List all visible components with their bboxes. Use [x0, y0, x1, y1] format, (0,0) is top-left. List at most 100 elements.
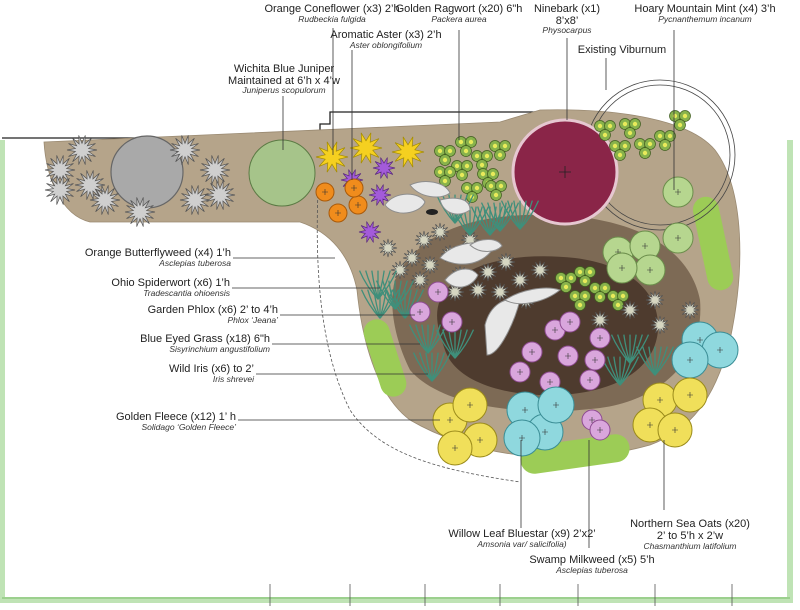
garden-phlox	[589, 327, 611, 349]
spiderwort	[420, 255, 440, 275]
garden-phlox	[584, 349, 606, 371]
spiderwort	[590, 310, 610, 330]
label-phlox: Garden Phlox (x6) 2’ to 4’h	[148, 304, 278, 316]
spiderwort	[430, 222, 450, 242]
golden-fleece	[672, 377, 708, 413]
spiderwort	[478, 262, 498, 282]
spiky-shrub	[179, 185, 211, 215]
label-swamp-milkweed: Swamp Milkweed (x5) 5’h	[529, 554, 654, 566]
butterflyweed	[348, 195, 368, 215]
golden-ragwort	[589, 282, 611, 303]
label-ninebark-size: 8’x8’	[556, 15, 579, 27]
swale-outline	[316, 189, 521, 483]
spiderwort	[680, 300, 700, 320]
label-spiderwort-sci: Tradescantia ohioensis	[143, 288, 231, 298]
coneflower	[315, 141, 349, 173]
label-golden-fleece-sci: Solidago ‘Golden Fleece’	[141, 422, 236, 432]
butterflyweed	[315, 182, 335, 202]
blue-eyed-grass	[635, 346, 675, 376]
willow-bluestar	[701, 331, 739, 369]
label-hoary-mint: Hoary Mountain Mint (x4) 3’h	[634, 3, 775, 15]
label-sea-oats-sci: Chasmanthium latifolium	[643, 541, 736, 551]
blue-eyed-grass	[500, 200, 540, 230]
label-wild-iris-sci: Iris shrevei	[213, 374, 255, 384]
spiky-shrub	[124, 197, 156, 227]
golden-ragwort	[555, 272, 577, 293]
willow-bluestar	[537, 386, 575, 424]
spiderwort	[468, 280, 488, 300]
hoary-mountain-mint	[606, 252, 638, 284]
plant-labels: Orange Coneflower (x3) 2’h Rudbeckia ful…	[85, 3, 776, 575]
golden-ragwort	[461, 182, 483, 203]
label-ninebark-sci: Physocarpus	[542, 25, 592, 35]
golden-ragwort	[669, 110, 691, 131]
spiky-shrub	[89, 185, 121, 215]
blue-eyed-grass	[360, 289, 400, 319]
butterflyweed	[344, 178, 364, 198]
aromatic-aster	[372, 157, 396, 179]
spiderwort	[390, 260, 410, 280]
willow-bluestar	[671, 341, 709, 379]
label-hoary-mint-sci: Pycnanthemum incanum	[658, 14, 752, 24]
blue-eyed-grass	[435, 329, 475, 359]
label-phlox-sci: Phlox ‘Jeana’	[227, 315, 278, 325]
garden-phlox	[559, 311, 581, 333]
garden-phlox	[427, 281, 449, 303]
label-golden-fleece: Golden Fleece (x12) 1’ h	[116, 411, 236, 423]
hoary-mountain-mint	[662, 176, 694, 208]
spiderwort	[378, 238, 398, 258]
blue-eyed-grass	[412, 352, 452, 382]
label-spiderwort: Ohio Spiderwort (x6) 1’h	[111, 277, 230, 289]
hoary-mountain-mint	[634, 254, 666, 286]
label-juniper-sci: Juniperus scopulorum	[241, 85, 325, 95]
spiderwort	[650, 315, 670, 335]
label-blue-eyed-grass-sci: Sisyrinchium angustifolium	[169, 344, 270, 354]
stepping-stones	[384, 181, 562, 356]
golden-ragwort	[619, 118, 641, 139]
garden-phlox	[441, 311, 463, 333]
butterflyweed	[328, 203, 348, 223]
aromatic-aster	[358, 221, 382, 243]
garden-phlox	[589, 419, 611, 441]
label-golden-ragwort: Golden Ragwort (x20) 6"h	[396, 3, 523, 15]
spiderwort	[414, 230, 434, 250]
garden-phlox	[557, 345, 579, 367]
label-orange-coneflower: Orange Coneflower (x3) 2’h	[264, 3, 399, 15]
golden-ragwort	[634, 138, 656, 159]
label-swamp-milkweed-sci: Asclepias tuberosa	[555, 565, 628, 575]
spiky-shrub	[44, 175, 76, 205]
aromatic-aster	[368, 184, 392, 206]
golden-ragwort	[489, 140, 511, 161]
label-sea-oats: Northern Sea Oats (x20)	[630, 518, 750, 530]
label-existing-viburnum: Existing Viburnum	[578, 44, 666, 56]
garden-phlox	[521, 341, 543, 363]
label-sea-oats-size: 2’ to 5’h x 2’w	[657, 530, 723, 542]
plant-layout	[315, 110, 739, 466]
lawn-border	[0, 140, 793, 606]
golden-ragwort	[455, 136, 477, 157]
label-butterflyweed: Orange Butterflyweed (x4) 1’h	[85, 247, 231, 259]
blue-eyed-grass	[408, 324, 448, 354]
spiderwort	[410, 270, 430, 290]
label-blue-eyed-grass: Blue Eyed Grass (x18) 6"h	[140, 333, 270, 345]
golden-ragwort	[574, 266, 596, 287]
spiderwort	[645, 290, 665, 310]
spiderwort	[530, 260, 550, 280]
golden-ragwort	[569, 290, 591, 311]
coneflower	[349, 132, 383, 164]
spiderwort	[496, 252, 516, 272]
label-aromatic-aster: Aromatic Aster (x3) 2’h	[330, 29, 441, 41]
spiderwort	[402, 248, 422, 268]
leader-lines	[232, 28, 675, 548]
golden-ragwort	[607, 290, 629, 311]
garden-phlox	[579, 369, 601, 391]
spiky-shrub	[204, 180, 236, 210]
ninebark-shrub	[511, 118, 619, 226]
juniper-shrub	[110, 135, 316, 209]
golden-ragwort	[471, 150, 493, 171]
willow-bluestar	[503, 419, 541, 457]
label-butterflyweed-sci: Asclepias tuberosa	[158, 258, 231, 268]
spiky-shrub	[44, 155, 76, 185]
spiky-shrub	[74, 170, 106, 200]
spiky-shrub	[199, 155, 231, 185]
